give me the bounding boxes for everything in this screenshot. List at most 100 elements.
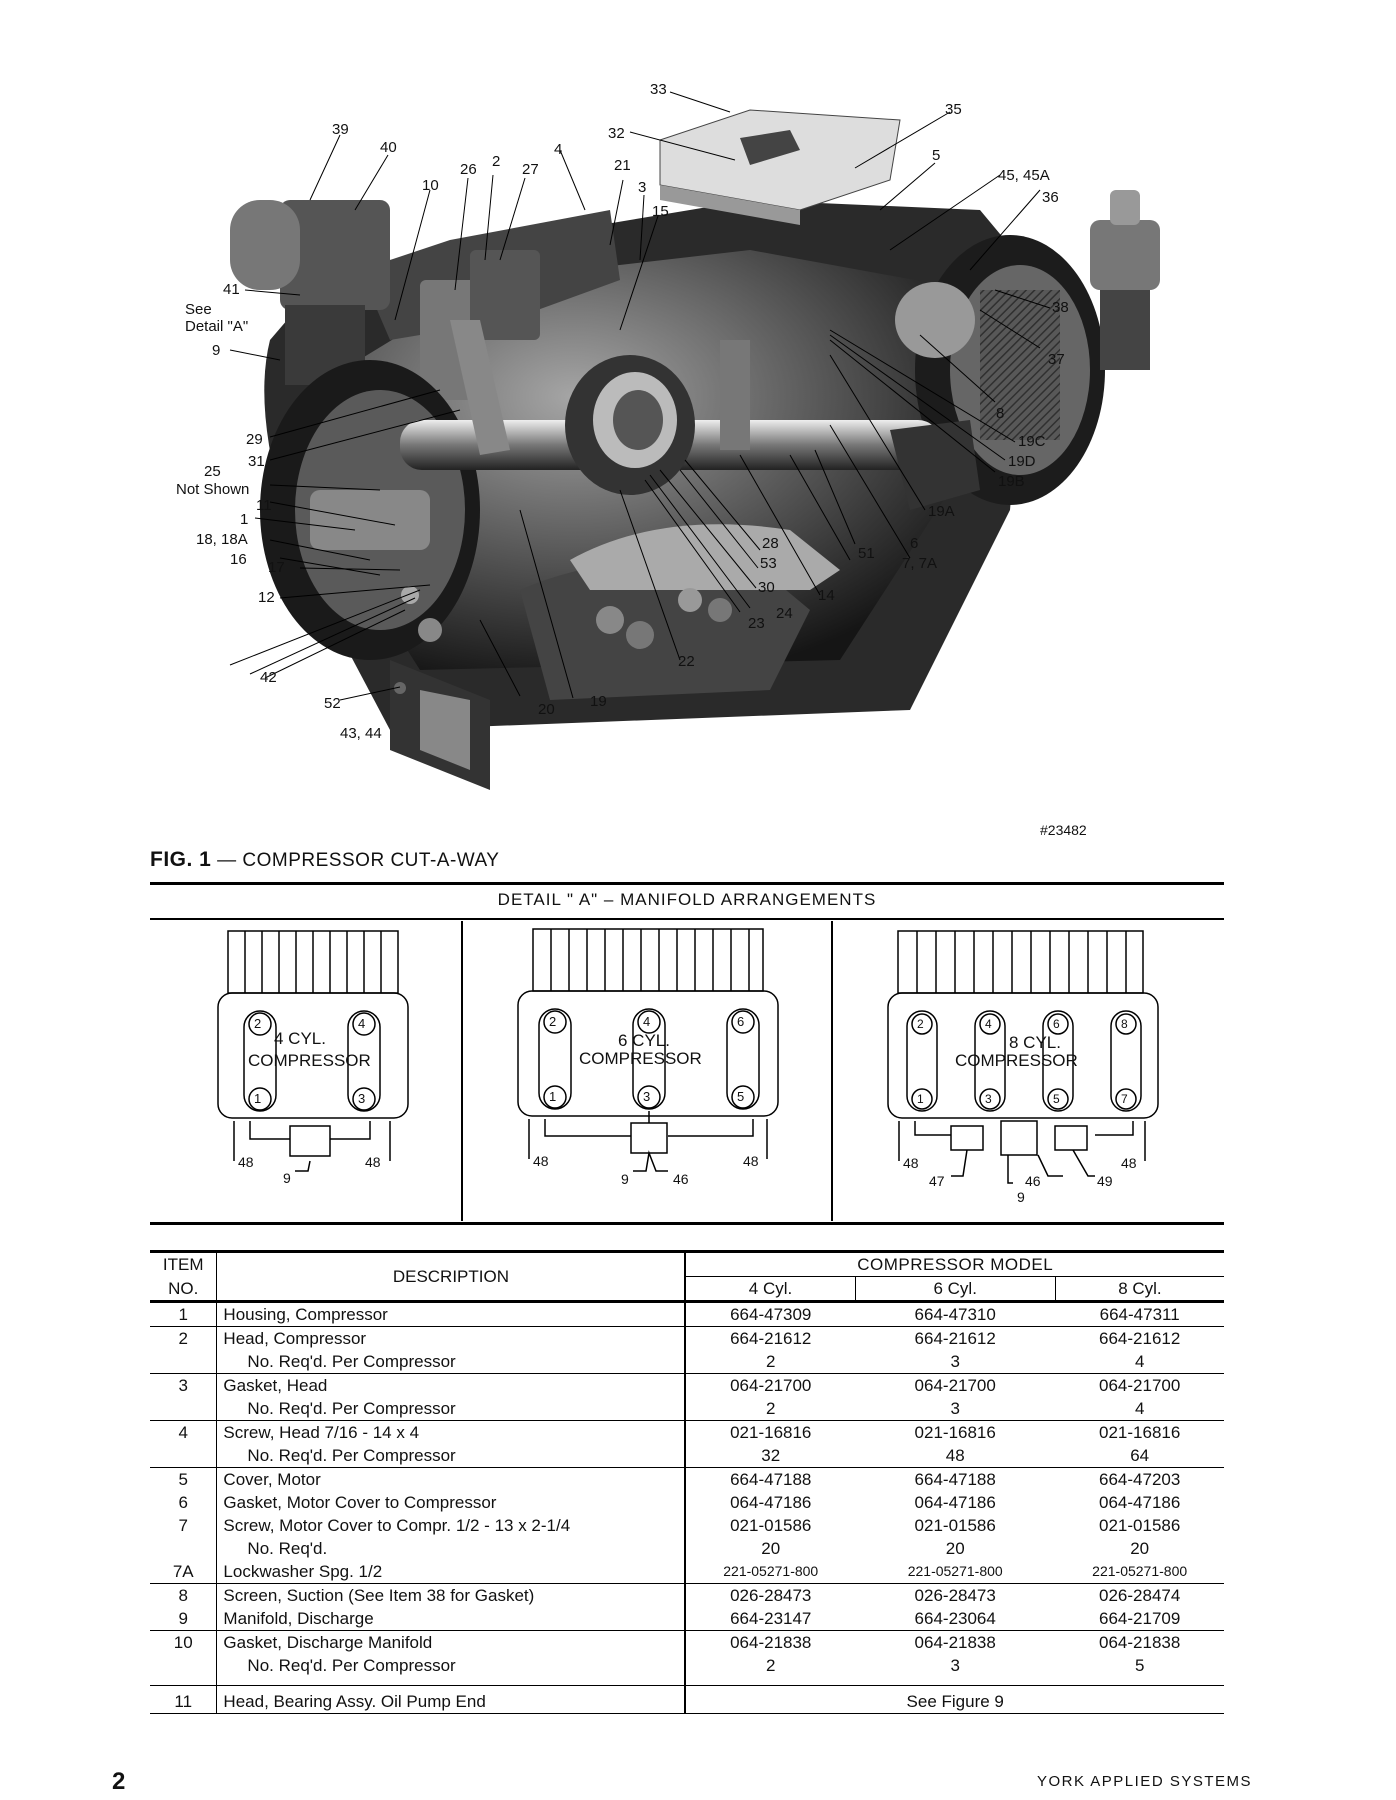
table-row: No. Req'd. Per Compressor 2 3 5 (150, 1654, 1224, 1686)
part-8-cyl: 064-47186 (1099, 1493, 1181, 1512)
callout-30: 30 (758, 579, 775, 596)
manifold-panel-4-cyl: 2 4 1 3 4 CYL. COMPRESSOR 48 48 9 (150, 921, 452, 1221)
callout-12: 12 (258, 589, 275, 606)
part-8-cyl: 20 (1130, 1539, 1150, 1558)
description: Screw, Head 7/16 - 14 x 4 (223, 1423, 420, 1442)
compressor-cutaway-figure: 33 35 32 4 39 40 26 2 27 21 10 3 5 45, 4… (176, 82, 1180, 835)
callout-14: 14 (818, 587, 835, 604)
callout-51: 51 (858, 545, 875, 562)
cyl-4-label: 4 (985, 1017, 992, 1031)
description: Gasket, Head (223, 1376, 328, 1395)
callout-48-left: 48 (903, 1155, 919, 1171)
table-row: No. Req'd. Per Compressor 2 3 4 (150, 1350, 1224, 1374)
callout-39: 39 (332, 121, 349, 138)
description: Manifold, Discharge (216, 1607, 686, 1631)
description: No. Req'd. Per Compressor (216, 1654, 686, 1686)
manifold-diagram-8-cyl (887, 930, 1159, 1184)
callout-47: 47 (929, 1173, 945, 1189)
callout-see: See (185, 301, 212, 318)
item-no: 4 (150, 1420, 218, 1444)
figure-caption-number: FIG. 1 (150, 848, 212, 871)
callout-24: 24 (776, 605, 793, 622)
callout-19d: 19D (1008, 453, 1036, 470)
description: Lockwasher Spg. 1/2 (216, 1560, 686, 1584)
item-no: 7A (150, 1560, 218, 1584)
description: Head, Bearing Assy. Oil Pump End (216, 1685, 686, 1714)
item-no (150, 1537, 218, 1560)
callout-28: 28 (762, 535, 779, 552)
part-8-cyl: 64 (1055, 1444, 1224, 1468)
part-8-cyl: 221-05271-800 (1055, 1560, 1224, 1584)
detail-divider-1 (461, 921, 463, 1221)
item-no: 11 (150, 1685, 218, 1714)
cyl-2-label: 2 (917, 1017, 924, 1031)
table-header-row-2: NO. 4 Cyl. 6 Cyl. 8 Cyl. (150, 1276, 1224, 1302)
part-4-cyl: 664-23147 (684, 1607, 856, 1631)
table-row: 8 Screen, Suction (See Item 38 for Gaske… (150, 1583, 1224, 1607)
callout-21: 21 (614, 157, 631, 174)
callout-35: 35 (945, 101, 962, 118)
cyl-8-label: 8 (1121, 1017, 1128, 1031)
callout-26: 26 (460, 161, 477, 178)
part-8-cyl: 4 (1055, 1397, 1224, 1421)
header-item: ITEM (150, 1250, 218, 1277)
detail-a-title: DETAIL " A" – MANIFOLD ARRANGEMENTS (497, 890, 877, 909)
callout-48-left: 48 (238, 1154, 254, 1170)
callout-27: 27 (522, 161, 539, 178)
part-4-cyl: 32 (684, 1444, 856, 1468)
page-number: 2 (112, 1768, 126, 1795)
figure-id: #23482 (1040, 822, 1087, 838)
part-6-cyl: 3 (855, 1654, 1056, 1686)
part-6-cyl: 064-21700 (914, 1376, 996, 1395)
cyl-5-label: 5 (1053, 1092, 1060, 1106)
part-8-cyl: 664-21709 (1055, 1607, 1224, 1631)
part-6-cyl: 3 (855, 1397, 1056, 1421)
compressor-illustration (229, 91, 1160, 790)
panel-8-cyl-label: 8 CYL. (1009, 1033, 1061, 1052)
table-row: 7A Lockwasher Spg. 1/2 221-05271-800 221… (150, 1560, 1224, 1584)
part-4-cyl: 664-47309 (684, 1301, 856, 1327)
description: No. Req'd. Per Compressor (216, 1397, 686, 1421)
table-row: 10 Gasket, Discharge Manifold 064-21838 … (150, 1630, 1224, 1654)
table-row: 9 Manifold, Discharge 664-23147 664-2306… (150, 1607, 1224, 1631)
part-6-cyl: 48 (855, 1444, 1056, 1468)
callout-16: 16 (230, 551, 247, 568)
panel-4-cyl-label-2: COMPRESSOR (248, 1051, 371, 1070)
see-figure-note: See Figure 9 (684, 1685, 1224, 1714)
callout-48-right: 48 (1121, 1155, 1137, 1171)
detail-bottom-rule (150, 1222, 1224, 1225)
description: Gasket, Discharge Manifold (223, 1633, 433, 1652)
callout-46: 46 (1025, 1173, 1041, 1189)
panel-4-cyl-label: 4 CYL. (274, 1029, 326, 1048)
part-8-cyl: 664-47203 (1099, 1470, 1181, 1489)
panel-8-cyl-label-2: COMPRESSOR (955, 1051, 1078, 1070)
cyl-3-label: 3 (643, 1089, 651, 1104)
callout-1: 1 (240, 511, 249, 528)
part-4-cyl: 2 (684, 1654, 856, 1686)
callout-41: 41 (223, 281, 240, 298)
part-4-cyl: 664-21612 (684, 1326, 856, 1350)
part-6-cyl: 664-21612 (914, 1329, 996, 1348)
cyl-6-label: 6 (737, 1014, 745, 1029)
table-row: 4 Screw, Head 7/16 - 14 x 4 021-16816 02… (150, 1420, 1224, 1444)
table-row: 5 Cover, Motor 664-47188 664-47188 664-4… (150, 1467, 1224, 1491)
panel-6-cyl-label: 6 CYL. (618, 1031, 670, 1050)
part-6-cyl: 664-47188 (914, 1470, 996, 1489)
part-4-cyl: 026-28473 (684, 1583, 856, 1607)
manifold-panel-8-cyl: 2 4 6 8 1 3 5 7 8 CYL. COMPRESSOR 48 48 … (833, 921, 1224, 1221)
part-4-cyl: 20 (684, 1537, 856, 1560)
callout-42: 42 (260, 669, 277, 686)
part-4-cyl: 021-01586 (684, 1514, 856, 1537)
part-4-cyl: 064-21700 (684, 1373, 856, 1397)
callout-3: 3 (638, 179, 647, 196)
callout-6: 6 (910, 535, 919, 552)
callout-32: 32 (608, 125, 625, 142)
callout-48-right: 48 (365, 1154, 381, 1170)
callout-46: 46 (673, 1171, 689, 1187)
callout-20: 20 (538, 701, 555, 718)
table-row: 1 Housing, Compressor 664-47309 664-4731… (150, 1301, 1224, 1327)
part-6-cyl: 664-23064 (855, 1607, 1056, 1631)
part-8-cyl: 021-16816 (1099, 1423, 1181, 1442)
callout-7-7a: 7, 7A (902, 555, 938, 572)
callout-9: 9 (283, 1170, 291, 1186)
